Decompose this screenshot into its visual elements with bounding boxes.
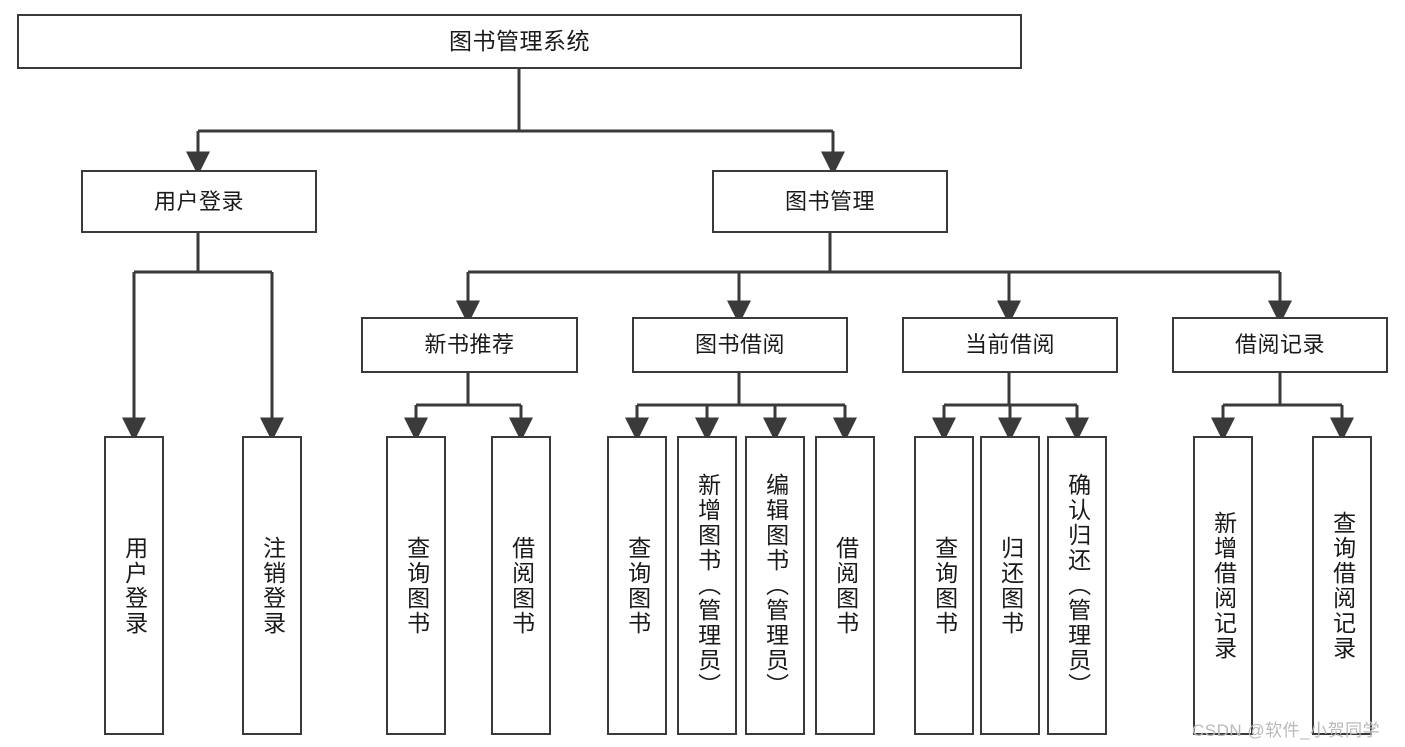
node-label: 查询图书 (624, 535, 651, 636)
node-user-login[interactable]: 用户登录 (81, 170, 317, 233)
node-label: 图书管理 (784, 188, 875, 214)
leaf-query-book-borrow[interactable]: 查询图书 (607, 436, 667, 735)
node-label: 当前借阅 (964, 332, 1055, 358)
node-label: 用户登录 (153, 188, 244, 214)
node-label: 编辑图书（管理员） (762, 473, 789, 698)
node-book-management[interactable]: 图书管理 (712, 170, 948, 233)
leaf-edit-book-admin[interactable]: 编辑图书（管理员） (745, 436, 805, 735)
node-label: 归还图书 (997, 535, 1024, 636)
leaf-add-borrow-record[interactable]: 新增借阅记录 (1193, 436, 1253, 735)
leaf-query-borrow-record[interactable]: 查询借阅记录 (1312, 436, 1372, 735)
node-label: 查询图书 (403, 535, 430, 636)
node-label: 借阅图书 (832, 535, 859, 636)
node-label: 借阅图书 (508, 535, 535, 636)
node-label: 图书管理系统 (449, 28, 590, 55)
leaf-add-book-admin[interactable]: 新增图书（管理员） (677, 436, 737, 735)
node-new-book-recommend[interactable]: 新书推荐 (361, 317, 578, 373)
leaf-query-book-current[interactable]: 查询图书 (914, 436, 974, 735)
node-label: 查询借阅记录 (1329, 510, 1356, 661)
node-label: 注销登录 (259, 535, 286, 636)
leaf-borrow-book[interactable]: 借阅图书 (815, 436, 875, 735)
leaf-logout[interactable]: 注销登录 (242, 436, 302, 735)
node-borrow-records[interactable]: 借阅记录 (1172, 317, 1388, 373)
node-book-borrow[interactable]: 图书借阅 (632, 317, 848, 373)
node-label: 用户登录 (121, 535, 148, 636)
node-label: 新增借阅记录 (1210, 510, 1237, 661)
node-label: 新增图书（管理员） (694, 473, 721, 698)
node-current-borrow[interactable]: 当前借阅 (902, 317, 1118, 373)
leaf-user-login[interactable]: 用户登录 (104, 436, 164, 735)
leaf-return-book[interactable]: 归还图书 (980, 436, 1040, 735)
node-root[interactable]: 图书管理系统 (17, 14, 1022, 69)
csdn-watermark: CSDN @软件_小贺同学 (1192, 721, 1381, 740)
leaf-borrow-book-recommend[interactable]: 借阅图书 (491, 436, 551, 735)
node-label: 新书推荐 (424, 332, 515, 358)
node-label: 确认归还（管理员） (1064, 473, 1091, 698)
node-label: 图书借阅 (694, 332, 785, 358)
leaf-confirm-return-admin[interactable]: 确认归还（管理员） (1047, 436, 1107, 735)
leaf-query-book-recommend[interactable]: 查询图书 (386, 436, 446, 735)
node-label: 借阅记录 (1234, 332, 1325, 358)
node-label: 查询图书 (931, 535, 958, 636)
